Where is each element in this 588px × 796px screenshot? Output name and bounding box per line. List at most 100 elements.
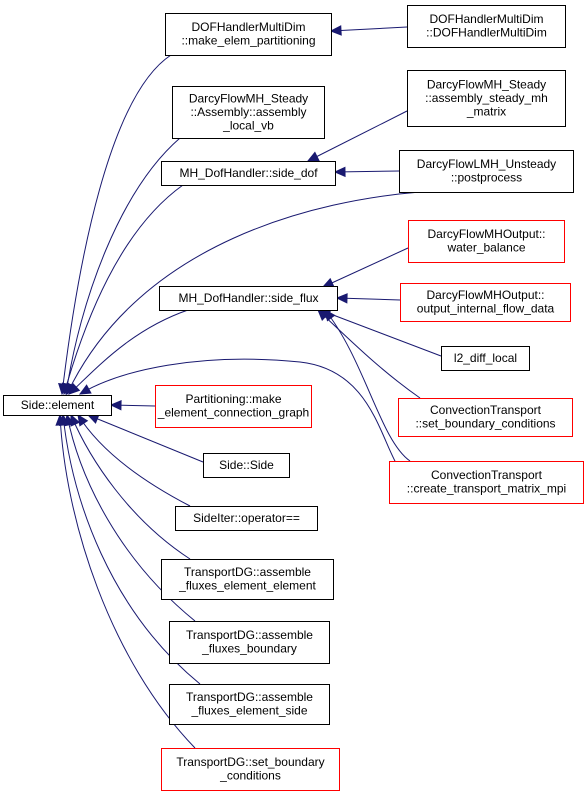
edge-conv-create-to-side-element-arrowhead — [78, 384, 92, 395]
node-box — [161, 161, 336, 186]
edge-conv-set-bc-to-mh-side-flux — [317, 309, 421, 399]
node-box — [161, 559, 334, 600]
node-box — [399, 150, 574, 193]
node-label: ConvectionTransport — [431, 468, 543, 482]
edge-tdg-set-bc-to-side-element-arrowhead — [55, 413, 66, 426]
node-conv-set-bc[interactable]: ConvectionTransport::set_boundary_condit… — [398, 398, 573, 437]
node-label: ::Assembly::assembly — [190, 105, 306, 119]
edge-tdg-set-bc-to-side-element — [59, 414, 196, 749]
edge-sideiter-op-to-side-element — [77, 414, 191, 507]
node-label: ::postprocess — [451, 171, 522, 185]
node-mh-side-flux[interactable]: MH_DofHandler::side_flux — [159, 286, 338, 311]
edge-darcy-steady-mh-to-mh-side-dof-arrowhead — [306, 151, 320, 162]
node-label: TransportDG::assemble — [184, 565, 311, 579]
edge-darcy-assembly-to-side-element-arrowhead — [62, 382, 73, 396]
node-label: _fluxes_element_element — [178, 579, 316, 593]
edge-side-side-to-side-element — [87, 414, 204, 463]
node-box — [400, 283, 571, 322]
node-box — [407, 5, 566, 48]
node-label: water_balance — [446, 241, 525, 255]
node-darcy-assembly[interactable]: DarcyFlowMH_Steady::Assembly::assembly_l… — [172, 86, 325, 139]
node-box — [175, 506, 318, 531]
node-label: ::create_transport_matrix_mpi — [407, 482, 566, 496]
node-label: ConvectionTransport — [430, 403, 542, 417]
node-label: DarcyFlowMH_Steady — [189, 91, 308, 105]
nodes-layer: Side::element DOFHandlerMultiDim::make_el… — [3, 5, 584, 791]
edge-sideiter-op-to-side-element-arrowhead — [77, 413, 89, 427]
node-label: DarcyFlowMH_Steady — [427, 77, 546, 91]
node-label: _element_connection_graph — [157, 406, 309, 420]
node-tdg-elem-side[interactable]: TransportDG::assemble_fluxes_element_sid… — [169, 684, 330, 725]
edge-mh-side-flux-to-side-element — [68, 309, 189, 395]
edge-darcy-lmh-post-to-mh-side-dof — [334, 170, 400, 173]
edge-darcy-out-water-to-mh-side-flux — [322, 247, 409, 288]
edge-darcy-assembly-to-side-element — [65, 137, 181, 395]
node-box — [3, 395, 112, 416]
edge-l2-diff-to-mh-side-flux — [319, 309, 442, 357]
node-label: output_internal_flow_data — [417, 302, 555, 316]
node-box — [407, 70, 566, 127]
node-tdg-set-bc[interactable]: TransportDG::set_boundary_conditions — [161, 748, 340, 791]
node-label: MH_DofHandler::side_dof — [179, 166, 318, 180]
edges-layer — [55, 25, 442, 749]
node-label: _fluxes_element_side — [190, 704, 307, 718]
node-label: Partitioning::make — [185, 392, 281, 406]
node-dof-make-elem[interactable]: DOFHandlerMultiDim::make_elem_partitioni… — [165, 13, 332, 56]
node-darcy-steady-mh[interactable]: DarcyFlowMH_Steady::assembly_steady_mh_m… — [407, 70, 566, 127]
edge-darcy-lmh-post-to-mh-side-dof-arrowhead — [333, 166, 346, 178]
edge-dof-make-elem-to-side-element — [61, 54, 172, 395]
node-box — [441, 346, 530, 371]
node-box — [169, 621, 330, 664]
node-label: SideIter::operator== — [193, 511, 300, 525]
node-label: Side::element — [21, 398, 95, 412]
edge-conv-create-to-mh-side-flux-arrowhead — [324, 309, 336, 322]
node-label: DarcyFlowMHOutput:: — [427, 227, 545, 241]
node-side-side[interactable]: Side::Side — [203, 453, 290, 478]
edge-darcy-out-internal-to-mh-side-flux-arrowhead — [335, 293, 348, 304]
node-box — [203, 453, 290, 478]
edge-mh-side-dof-to-side-element — [63, 184, 184, 395]
node-darcy-out-internal[interactable]: DarcyFlowMHOutput::output_internal_flow_… — [400, 283, 571, 322]
node-label: DarcyFlowLMH_Unsteady — [417, 157, 556, 171]
node-darcy-out-water[interactable]: DarcyFlowMHOutput::water_balance — [408, 220, 565, 263]
edge-conv-create-to-mh-side-flux — [324, 309, 411, 462]
node-label: MH_DofHandler::side_flux — [178, 291, 318, 305]
edge-tdg-elem-elem-to-side-element — [70, 414, 191, 560]
node-side-element[interactable]: Side::element — [3, 395, 112, 416]
node-box — [398, 398, 573, 437]
edge-dof-ctor-to-dof-make-elem-arrowhead — [329, 25, 342, 36]
node-conv-create[interactable]: ConvectionTransport::create_transport_ma… — [389, 461, 584, 504]
edge-mh-side-flux-to-side-element-arrowhead — [68, 382, 81, 395]
node-box — [408, 220, 565, 263]
node-l2-diff[interactable]: l2_diff_local — [441, 346, 530, 371]
node-box — [159, 286, 338, 311]
node-label: _fluxes_boundary — [201, 642, 297, 656]
node-label: TransportDG::assemble — [186, 690, 313, 704]
node-tdg-boundary[interactable]: TransportDG::assemble_fluxes_boundary — [169, 621, 330, 664]
node-tdg-elem-elem[interactable]: TransportDG::assemble_fluxes_element_ele… — [161, 559, 334, 600]
edge-conv-create-to-side-element — [79, 358, 401, 471]
node-mh-side-dof[interactable]: MH_DofHandler::side_dof — [161, 161, 336, 186]
node-box — [165, 13, 332, 56]
node-label: _conditions — [219, 769, 281, 783]
edge-conv-set-bc-to-mh-side-flux-arrowhead — [317, 309, 330, 322]
node-box — [155, 385, 312, 428]
edge-darcy-out-water-to-mh-side-flux-arrowhead — [321, 277, 335, 288]
node-box — [169, 684, 330, 725]
node-label: _local_vb — [222, 118, 274, 132]
node-partition-make[interactable]: Partitioning::make_element_connection_gr… — [155, 385, 312, 428]
node-label: _matrix — [466, 104, 506, 118]
node-darcy-lmh-post[interactable]: DarcyFlowLMH_Unsteady::postprocess — [399, 150, 574, 193]
node-label: DOFHandlerMultiDim — [191, 20, 305, 34]
node-label: ::DOFHandlerMultiDim — [426, 26, 547, 40]
edge-partition-make-to-side-element-arrowhead — [109, 399, 122, 411]
edge-tdg-elem-side-to-side-element — [62, 414, 201, 685]
node-label: TransportDG::assemble — [186, 628, 313, 642]
edge-darcy-out-internal-to-mh-side-flux — [336, 297, 401, 301]
node-label: l2_diff_local — [454, 351, 517, 365]
node-label: ::assembly_steady_mh — [425, 91, 548, 105]
node-dof-ctor[interactable]: DOFHandlerMultiDim::DOFHandlerMultiDim — [407, 5, 566, 48]
node-sideiter-op[interactable]: SideIter::operator== — [175, 506, 318, 531]
node-box — [172, 86, 325, 139]
